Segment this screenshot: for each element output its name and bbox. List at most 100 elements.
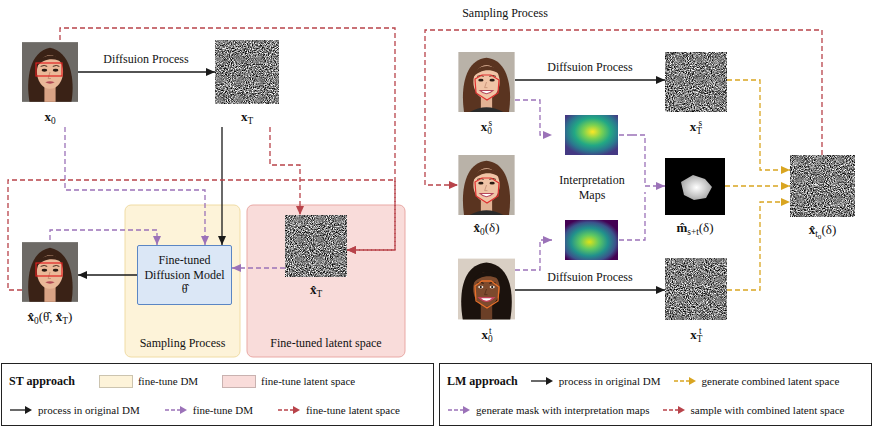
- process-box: Fine-tuned Diffusion Model θ̂: [137, 245, 232, 305]
- edge-label: Diffsuion Process: [545, 271, 634, 285]
- legend-text: sample with combined latent space: [691, 404, 845, 416]
- legend-swatch: [99, 375, 133, 388]
- math-label: x̂t0(δ): [809, 223, 836, 241]
- connector-arrow: [727, 80, 790, 170]
- image-node: x0s: [458, 52, 515, 137]
- legend-line: [10, 409, 26, 410]
- legend-arrowhead: [25, 406, 32, 414]
- edge-label: Diffsuion Process: [101, 53, 190, 67]
- math-label: m̂s+t(δ): [676, 221, 713, 238]
- image-node: xTt: [665, 258, 727, 345]
- image-node: x̂T: [285, 215, 347, 300]
- face-photo: [22, 42, 78, 102]
- legend-line-sample: [277, 405, 301, 415]
- connector-arrow: [78, 71, 215, 72]
- face-photo: [22, 242, 78, 302]
- text-run: Fine-tuned latent space: [270, 336, 381, 350]
- math-label: x0s: [481, 118, 492, 137]
- mask-image: [665, 158, 725, 215]
- math-label: x0: [44, 110, 55, 127]
- text-run: (δ): [485, 220, 500, 235]
- face-photo: [458, 52, 514, 112]
- face-photo: [458, 52, 514, 112]
- math-label: xTt: [690, 326, 701, 345]
- noise-image: [285, 215, 347, 277]
- legend-line-sample: [164, 405, 188, 415]
- image-node: m̂s+t(δ): [665, 158, 725, 238]
- legend-line-sample: [673, 376, 697, 386]
- interpretation-map: [565, 115, 618, 155]
- connector-arrow: [50, 230, 157, 245]
- mask-image: [665, 158, 725, 215]
- face-photo: [36, 63, 62, 76]
- node-label: Fine-tuned Diffusion Model θ̂: [144, 253, 225, 296]
- noise-image: [285, 215, 347, 277]
- region-band: Sampling Process Fine-tuned Diffusion Mod…: [125, 205, 240, 357]
- merge-line: [619, 135, 645, 240]
- legend-arrowhead: [293, 406, 300, 414]
- text-run: T: [247, 116, 253, 126]
- text-run: x: [241, 109, 248, 124]
- noise-image: [215, 40, 279, 104]
- legend-heading: LM approach: [447, 374, 518, 389]
- text-run: x̂: [28, 309, 35, 324]
- legend-line: [278, 409, 294, 410]
- noise-image: [790, 155, 855, 217]
- math-label: x0t: [481, 326, 491, 345]
- legend-line: [531, 380, 547, 381]
- band-fill: [247, 205, 405, 357]
- band-fill: [125, 205, 240, 357]
- noise-image: [665, 52, 727, 112]
- text-run: T: [316, 289, 322, 299]
- image-node: xT: [215, 40, 279, 127]
- connector-arrow: [270, 127, 300, 215]
- text-run: x̂: [474, 220, 481, 235]
- legend-arrowhead: [678, 406, 685, 414]
- legend-line-sample: [530, 376, 554, 386]
- math-label: x̂T: [310, 283, 322, 300]
- connector-arrow: [515, 289, 665, 290]
- text-run: x̂: [310, 282, 317, 297]
- legend-arrowhead: [463, 406, 470, 414]
- text-run: 0: [818, 233, 822, 241]
- math-label: xT: [241, 110, 253, 127]
- text-run: s+t: [687, 227, 699, 237]
- connector-arrow: [727, 202, 790, 290]
- interpretation-map: [565, 220, 618, 260]
- face-photo: [458, 155, 514, 215]
- node-label: Interpretation Maps: [552, 173, 632, 202]
- text-run: x̂: [809, 222, 816, 237]
- connector-arrow: [515, 240, 552, 270]
- image-node: x̂0(δ): [458, 155, 515, 238]
- legend-text: generate combined latent space: [702, 375, 840, 387]
- face-photo: [36, 263, 62, 276]
- merge-line: [619, 192, 645, 240]
- noise-image: [215, 40, 279, 104]
- noise-image: [665, 52, 855, 320]
- legend-line: [663, 409, 679, 410]
- merge-line: [619, 134, 632, 135]
- connector-arrow: [60, 28, 395, 250]
- legend-arrowhead: [546, 377, 553, 385]
- noise-image: [665, 258, 727, 320]
- image-node: xTs: [665, 52, 727, 137]
- text-run: T: [62, 316, 68, 326]
- edge-label: Diffsuion Process: [545, 61, 634, 75]
- edge-label: Sampling Process: [460, 7, 550, 21]
- image-node: x0: [22, 40, 78, 127]
- image-node: x̂0(θ̂, x̂T): [22, 240, 78, 327]
- math-label: xTs: [690, 118, 702, 137]
- text-run: Sampling Process: [140, 336, 226, 350]
- legend-box: ST approachfine-tune DMfine-tune latent …: [1, 363, 434, 426]
- legend-heading: ST approach: [9, 374, 75, 389]
- map-group: Interpretation Maps: [552, 113, 632, 262]
- text-run: x: [690, 119, 697, 134]
- text-run: 0: [51, 116, 56, 126]
- legend-text: process in original DM: [38, 404, 140, 416]
- legend-arrowhead: [180, 406, 187, 414]
- text-run: x: [690, 327, 697, 342]
- text-run: s: [699, 118, 703, 128]
- face-photo: [458, 155, 514, 215]
- legend-line-sample: [447, 405, 471, 415]
